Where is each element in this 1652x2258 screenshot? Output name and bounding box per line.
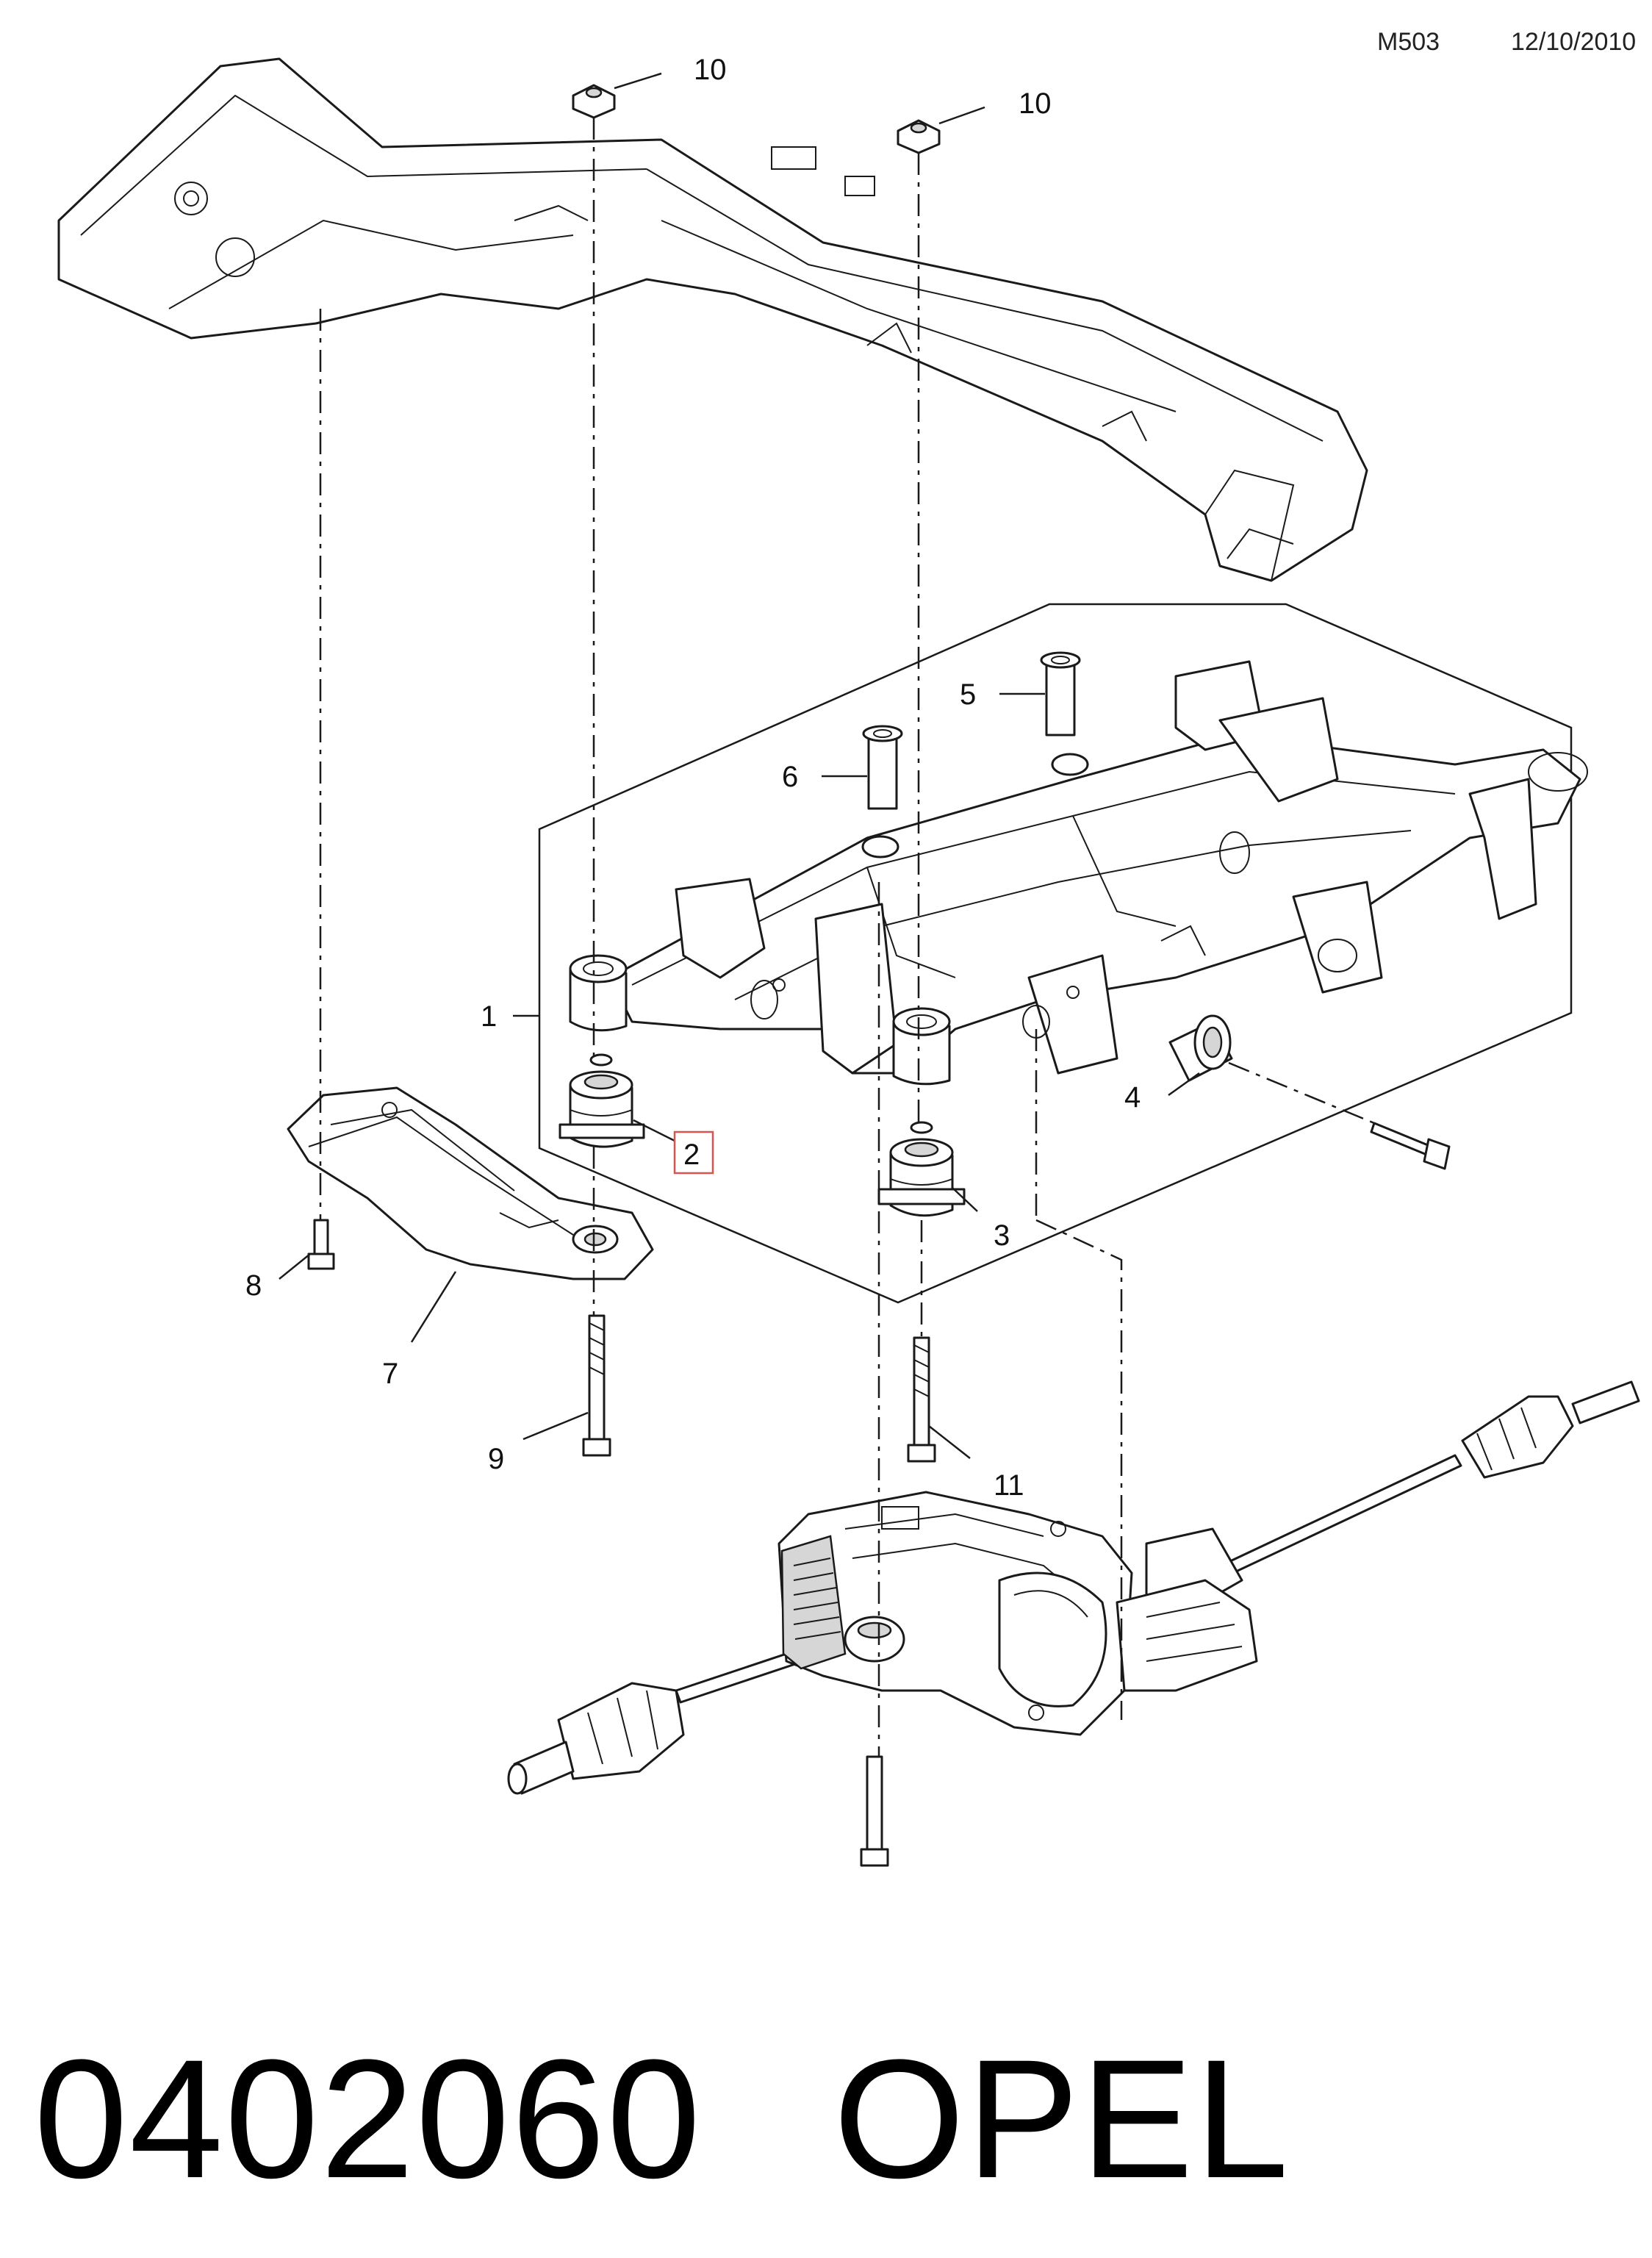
brand-name: OPEL <box>833 2024 1290 2213</box>
callout-10-left: 10 <box>694 54 727 86</box>
trailing-arm <box>287 1086 654 1280</box>
bolt-11 <box>907 1336 936 1463</box>
callout-8: 8 <box>245 1269 262 1302</box>
bolt-8 <box>307 1219 335 1270</box>
side-bushing-bolt <box>1370 1122 1451 1170</box>
callout-9: 9 <box>488 1443 504 1475</box>
side-bushing <box>1168 1014 1233 1082</box>
callout-3: 3 <box>994 1219 1010 1252</box>
callout-6: 6 <box>782 761 798 793</box>
rear-subframe <box>569 660 1588 1086</box>
body-frame-rail <box>57 57 1368 582</box>
driveshaft-right <box>1145 1380 1640 1611</box>
sleeve-5 <box>1040 651 1081 736</box>
nut-right <box>897 119 941 154</box>
part-number: 0402060 <box>34 2024 703 2213</box>
rear-drive-unit <box>777 1491 1258 1736</box>
subframe-bushing-rear <box>877 1121 966 1217</box>
leader-lines <box>279 72 1200 1459</box>
nut-left <box>572 84 616 119</box>
subframe-outline <box>538 603 1573 1304</box>
callout-10-right: 10 <box>1019 87 1052 120</box>
diagram-date: 12/10/2010 <box>1511 28 1637 56</box>
highlight-box-2 <box>673 1130 714 1175</box>
callout-5: 5 <box>960 678 976 711</box>
callout-2: 2 <box>683 1139 700 1171</box>
alignment-lines <box>319 118 1375 1757</box>
bolt-lower <box>860 1755 889 1867</box>
callout-4: 4 <box>1124 1081 1141 1114</box>
subframe-bushing-front <box>559 1053 645 1148</box>
callout-11: 11 <box>994 1469 1024 1502</box>
sleeve-6 <box>862 725 903 810</box>
callout-labels: 10 10 5 6 1 2 3 4 8 7 9 11 <box>245 54 1141 1502</box>
callout-7: 7 <box>382 1358 398 1390</box>
callout-1: 1 <box>481 1000 497 1033</box>
diagram-code: M503 <box>1377 28 1440 56</box>
bolt-9 <box>582 1314 611 1457</box>
